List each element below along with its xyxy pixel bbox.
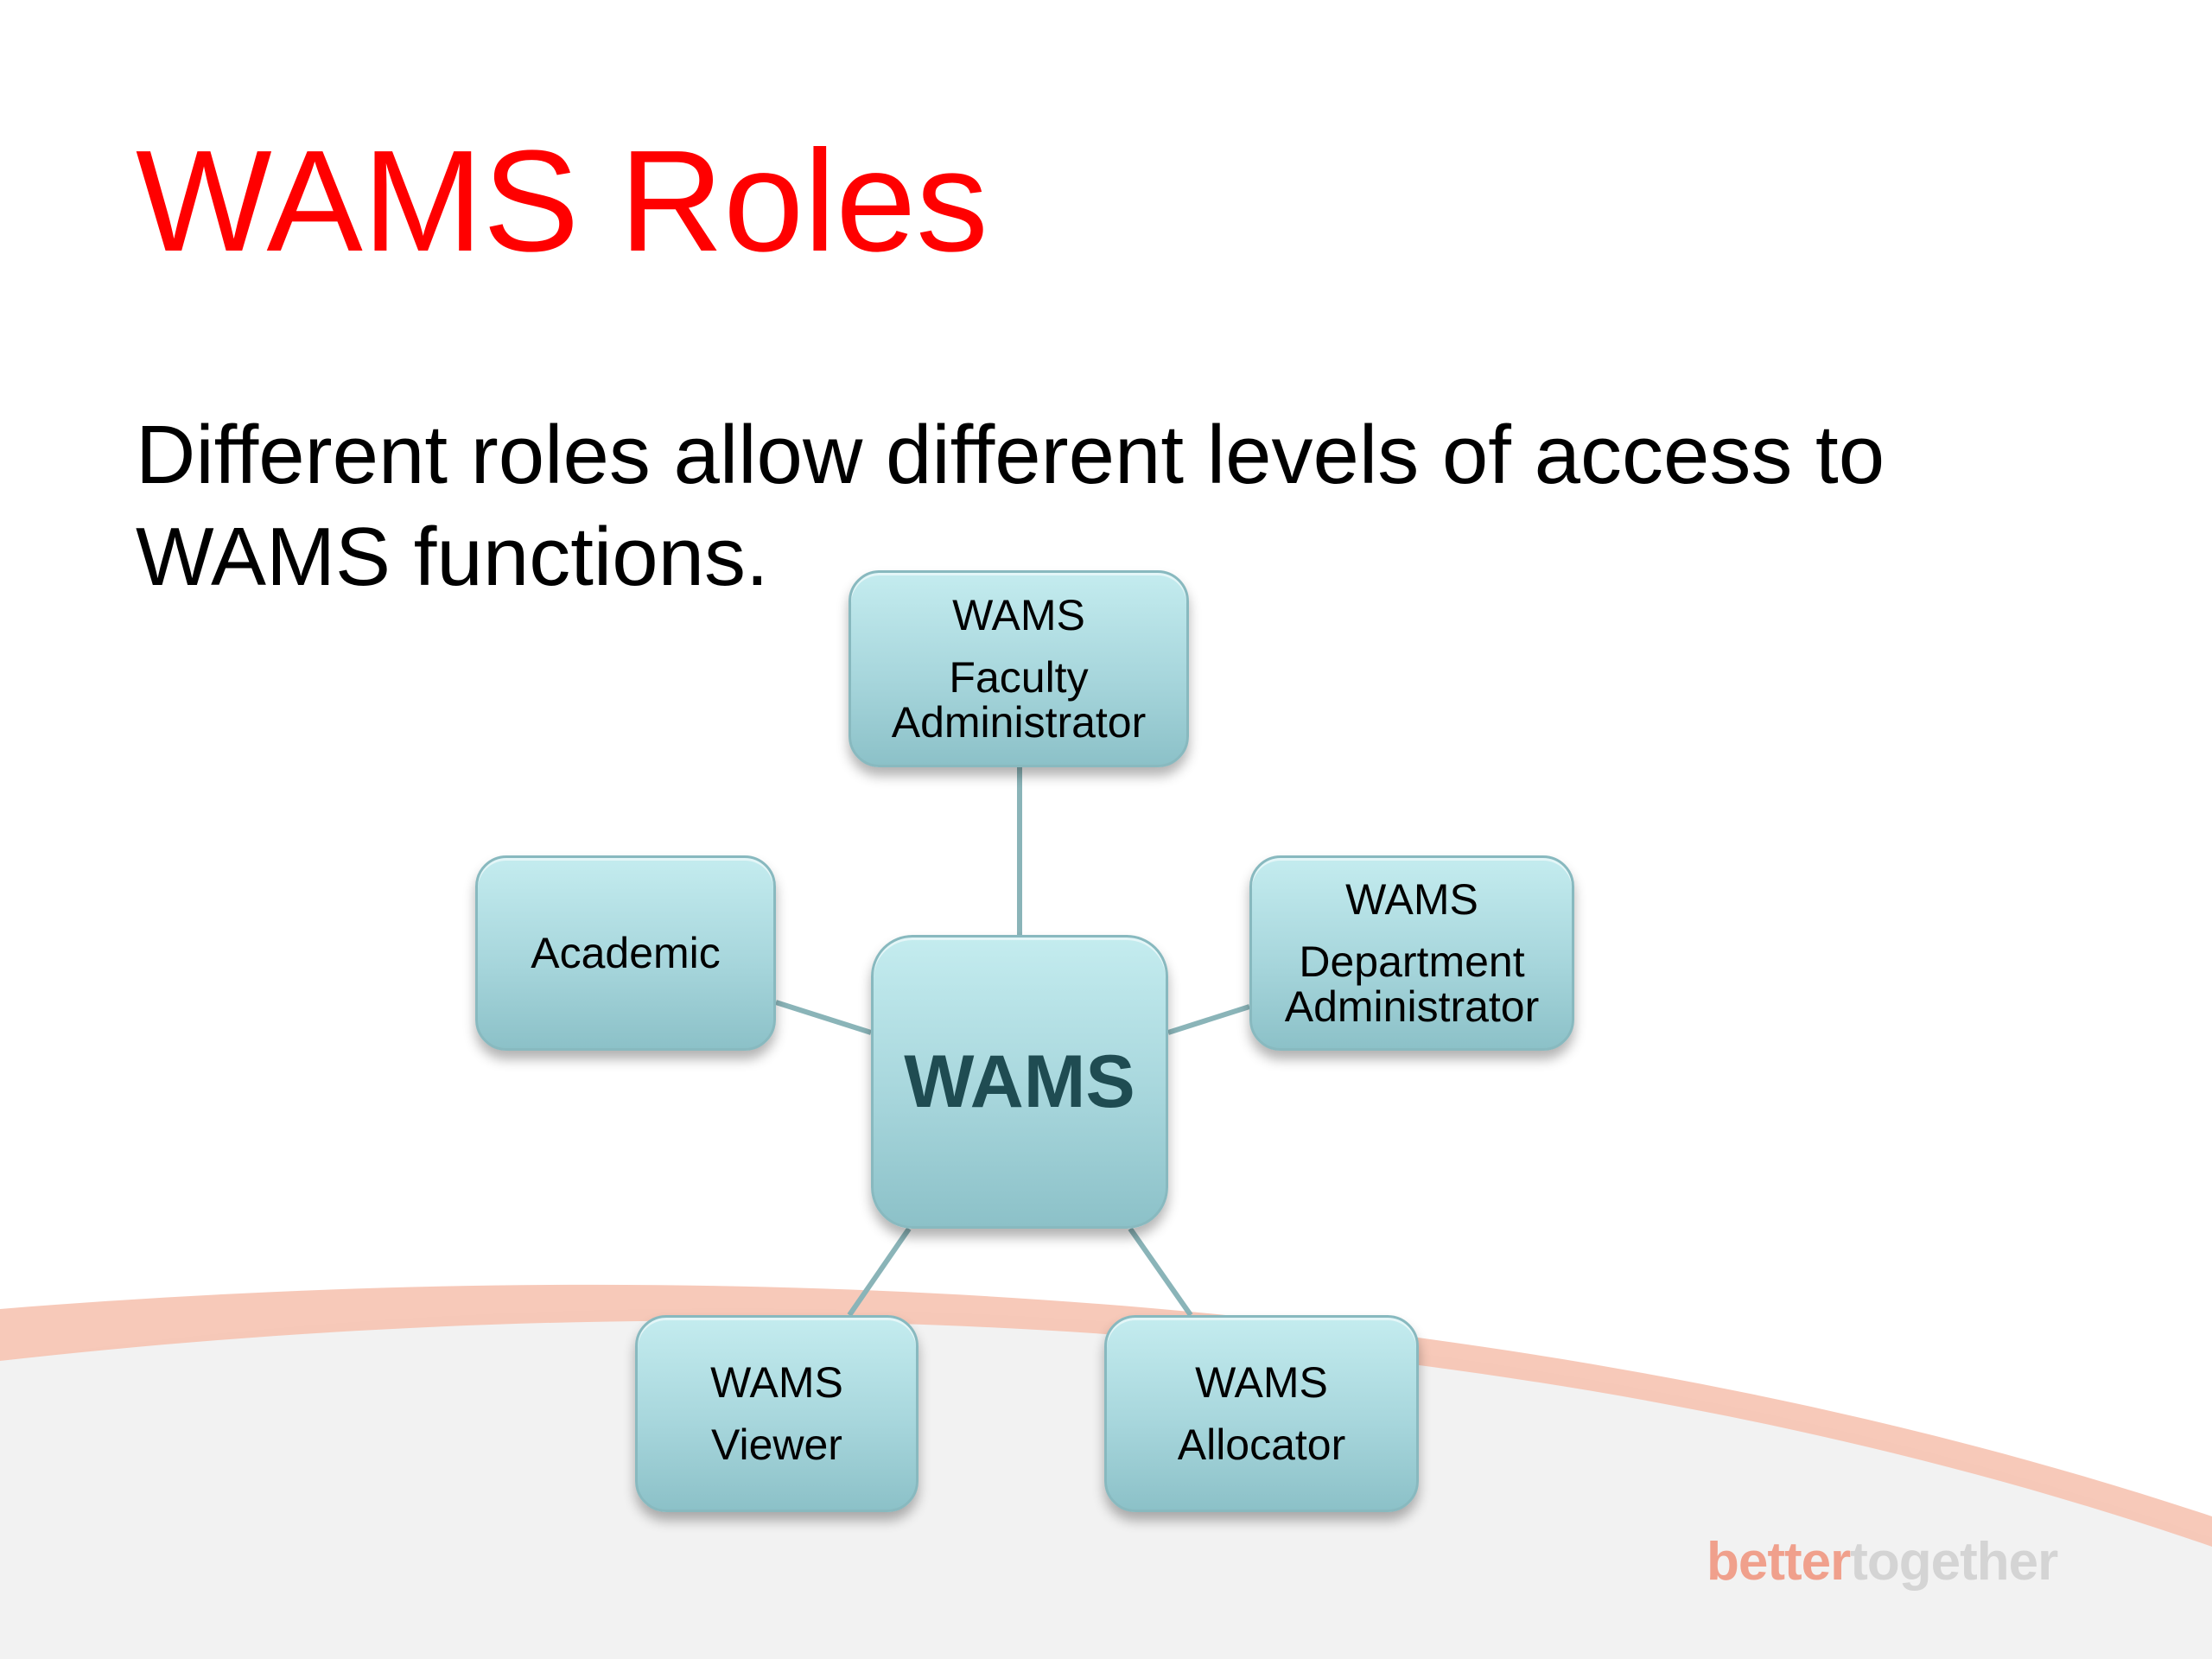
department-admin-node: WAMS Department Administrator — [1249, 855, 1574, 1051]
swoosh-stripe — [0, 1284, 2212, 1547]
department-admin-line2: Department — [1299, 938, 1525, 986]
center-node: WAMS — [871, 935, 1168, 1229]
allocator-line2: Allocator — [1177, 1421, 1346, 1469]
viewer-line1: WAMS — [710, 1358, 843, 1407]
faculty-admin-line3: Administrator — [891, 698, 1147, 747]
allocator-line1: WAMS — [1195, 1358, 1328, 1407]
brand-logo-part1: better — [1707, 1532, 1851, 1592]
viewer-node: WAMS Viewer — [635, 1315, 918, 1512]
connector-academic — [775, 1000, 872, 1035]
connector-viewer — [847, 1227, 912, 1317]
slide-subtitle: Different roles allow different levels o… — [136, 409, 1885, 603]
connector-allocator — [1128, 1227, 1193, 1317]
allocator-node: WAMS Allocator — [1104, 1315, 1419, 1512]
viewer-line2: Viewer — [711, 1421, 842, 1469]
center-label: WAMS — [904, 1040, 1135, 1123]
brand-logo-part2: together — [1850, 1532, 2058, 1592]
brand-logo: bettertogether — [1707, 1531, 2058, 1592]
department-admin-line1: WAMS — [1345, 875, 1478, 924]
faculty-admin-node: WAMS Faculty Administrator — [849, 570, 1189, 767]
faculty-admin-line1: WAMS — [952, 591, 1085, 639]
academic-node: Academic — [475, 855, 776, 1051]
connector-department-admin — [1167, 1004, 1250, 1035]
faculty-admin-line2: Faculty — [949, 653, 1089, 702]
department-admin-line3: Administrator — [1284, 982, 1540, 1031]
academic-line1: Academic — [531, 929, 721, 977]
slide-title: WAMS Roles — [136, 121, 988, 282]
